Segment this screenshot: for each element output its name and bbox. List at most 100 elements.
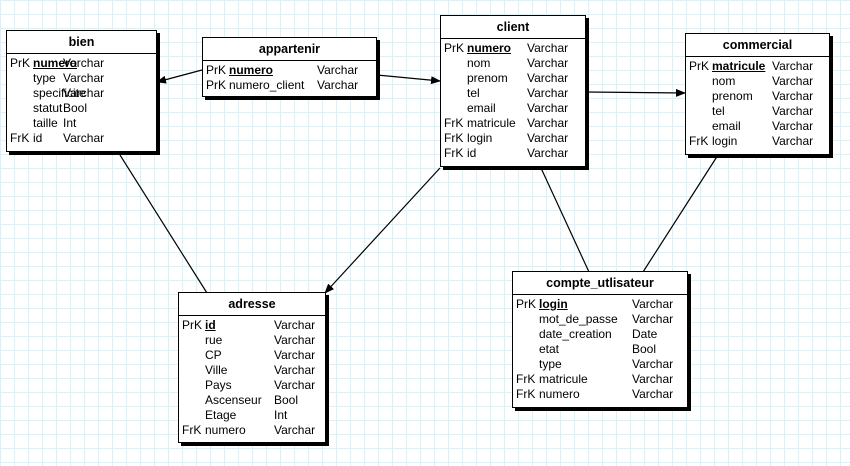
attribute-type: Varchar [317,78,359,92]
key-marker [513,312,539,327]
key-marker: PrK [10,56,31,70]
attribute-type: Varchar [632,297,674,311]
attribute-name: matricule [467,116,516,130]
key-marker [7,71,33,86]
attribute-name: Ascenseur [205,393,262,407]
key-marker [441,71,467,86]
attribute-row: CP Varchar [179,348,325,363]
attribute-name: login [712,134,738,148]
attribute-name: email [712,119,741,133]
attribute-type: Varchar [274,423,316,437]
key-marker [441,56,467,71]
attribute-type: Date [632,327,658,341]
key-marker: FrK [516,387,536,401]
key-marker: FrK [182,423,202,437]
key-marker [441,101,467,116]
key-marker [513,327,539,342]
attribute-name: id [33,131,43,145]
attribute-type: Varchar [632,357,674,371]
attribute-type: Varchar [527,41,569,55]
key-marker: FrK [444,116,464,130]
attribute-type: Varchar [63,131,105,145]
attribute-type: Varchar [274,348,316,362]
attribute-name: numero [539,387,580,401]
attribute-type: Varchar [63,71,105,85]
attribute-name: tel [712,104,725,118]
attribute-row: type Varchar [7,71,156,86]
link-commercial-compte [642,154,719,273]
attribute-type: Varchar [772,104,814,118]
key-marker: PrK [206,78,227,92]
key-marker [7,86,33,101]
entity-title: compte_utlisateur [513,272,687,295]
attribute-name: prenom [467,71,508,85]
attribute-name: numero [229,63,274,77]
key-marker [686,119,712,134]
attribute-name: type [33,71,56,85]
key-marker [686,74,712,89]
entity-title: appartenir [203,38,376,61]
key-marker: PrK [182,318,203,332]
key-marker [179,408,205,423]
key-marker: PrK [516,297,537,311]
attribute-name: id [467,146,477,160]
attribute-name: CP [205,348,222,362]
key-marker: FrK [444,131,464,145]
key-marker [179,333,205,348]
key-marker: FrK [444,146,464,160]
attribute-type: Varchar [274,363,316,377]
key-marker: FrK [689,134,709,148]
attribute-type: Varchar [274,378,316,392]
attribute-name: prenom [712,89,753,103]
attribute-name: numero_client [229,78,305,92]
attribute-name: statut [33,101,63,115]
attribute-type: Varchar [632,312,674,326]
key-marker [686,89,712,104]
link-client-compte [540,167,590,273]
attribute-name: specificite [33,86,86,100]
key-marker [179,363,205,378]
key-marker [441,86,467,101]
entity-title: adresse [179,293,325,316]
attribute-type: Bool [63,101,88,115]
attribute-name: matricule [712,59,766,73]
key-marker: PrK [689,59,710,73]
attribute-name: Etage [205,408,237,422]
key-marker [7,116,33,131]
key-marker [686,104,712,119]
attribute-row: tel Varchar [686,104,829,119]
key-marker: FrK [516,372,536,386]
attribute-type: Varchar [274,318,316,332]
attribute-type: Varchar [527,101,569,115]
